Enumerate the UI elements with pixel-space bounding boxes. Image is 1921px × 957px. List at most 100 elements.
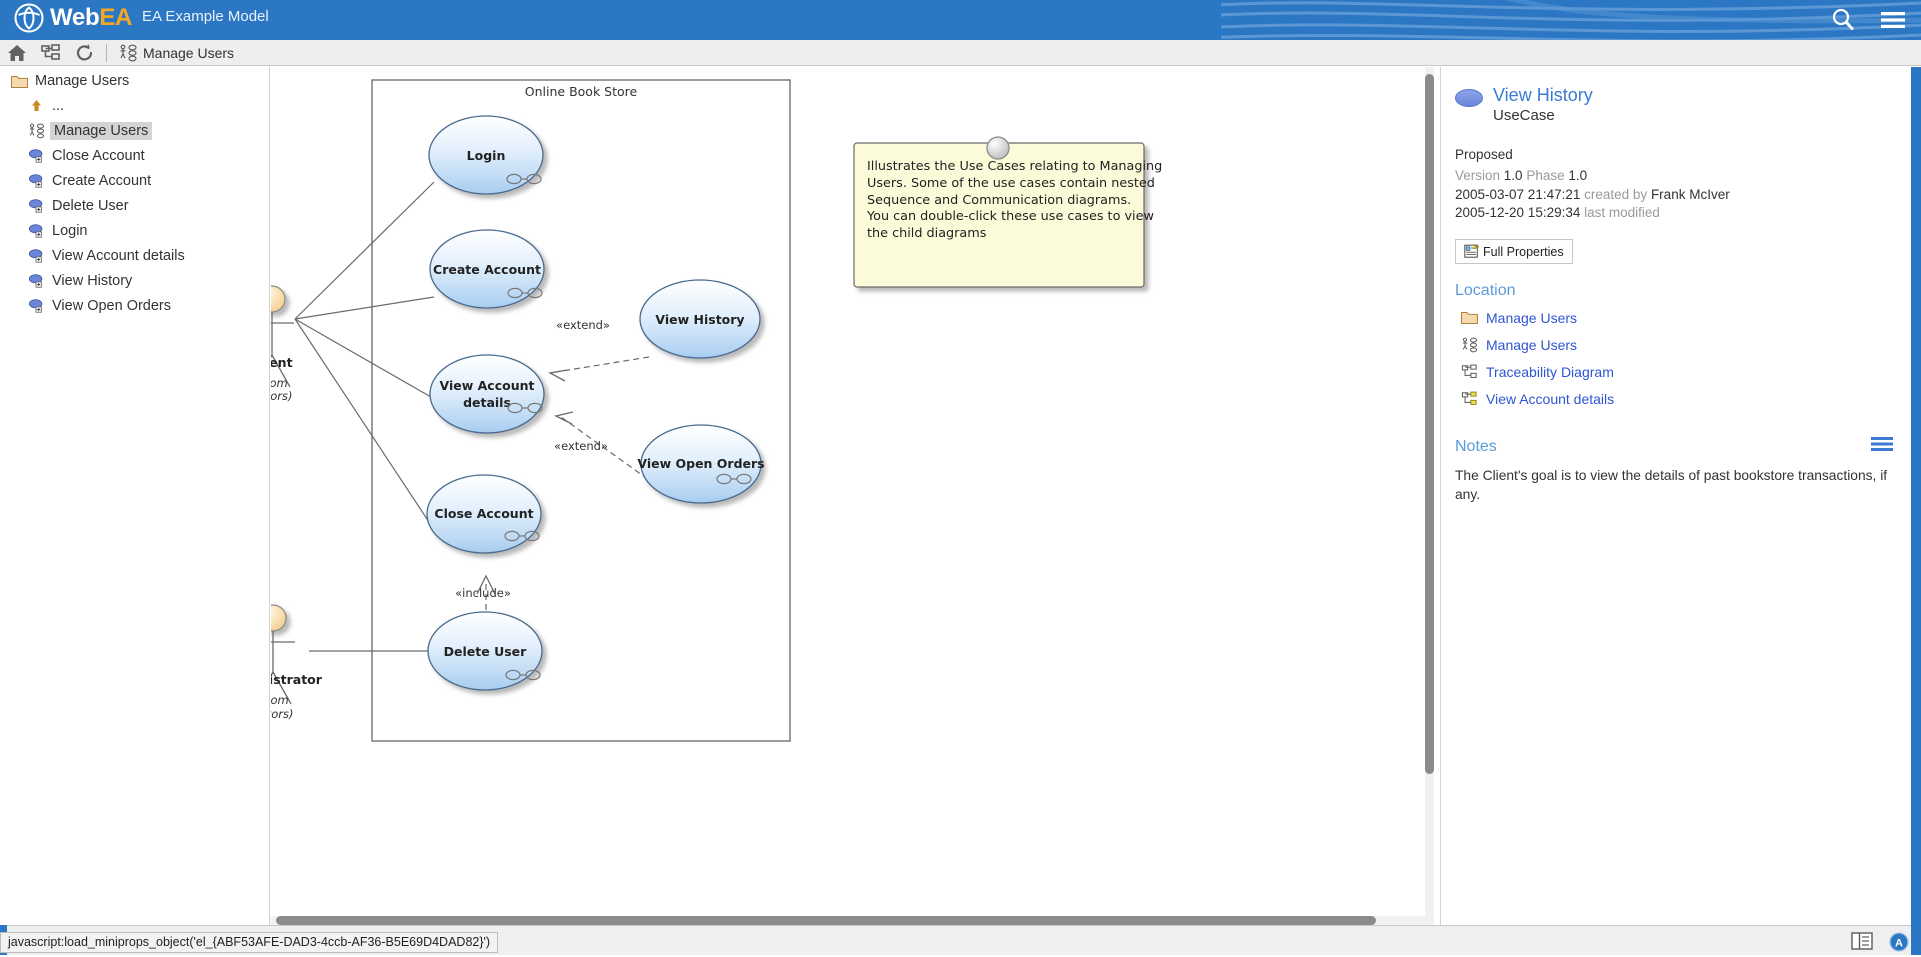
usecase-label: Delete User	[444, 644, 527, 659]
created-by-label: created by	[1584, 186, 1648, 202]
composite-diagram-icon	[507, 287, 543, 299]
usecase-label: Login	[467, 148, 506, 163]
sidebar-item-parent[interactable]: ...	[0, 93, 269, 118]
sidebar-item-label: Manage Users	[50, 121, 153, 140]
system-boundary	[371, 79, 791, 742]
status-tooltip: javascript:load_miniprops_object('el_{AB…	[0, 932, 499, 953]
toolbar-divider	[106, 43, 107, 62]
diagram-note[interactable]: Illustrates the Use Cases relating to Ma…	[853, 136, 1162, 288]
model-tree-button[interactable]	[34, 40, 68, 66]
properties-panel: View History UseCase Proposed Version 1.…	[1440, 67, 1910, 925]
properties-accent-edge	[1911, 67, 1921, 925]
usecase-composite-icon	[28, 173, 43, 188]
actor-sub-line2: Actors)	[271, 707, 293, 721]
usecase-create-account[interactable]: Create Account	[429, 229, 545, 309]
diagram-canvas[interactable]: Online Book Store «extend» «extend» «inc…	[271, 67, 1434, 925]
modified-label: last modified	[1584, 205, 1660, 221]
usecase-label: Create Account	[433, 262, 541, 277]
refresh-icon	[76, 43, 93, 61]
usecase-label-line2: details	[463, 395, 511, 410]
usecase-close-account[interactable]: Close Account	[426, 474, 542, 554]
usecase-diagram-icon	[1462, 337, 1478, 353]
sidebar-item-manage-users[interactable]: Manage Users	[0, 118, 269, 143]
status-bar-accent-right	[1911, 925, 1921, 955]
tree-root-manage-users[interactable]: Manage Users	[0, 67, 269, 93]
header-decoration	[1221, 0, 1921, 40]
sidebar-item-label: View Open Orders	[52, 297, 172, 314]
location-item-label: View Account details	[1486, 390, 1615, 407]
sidebar-item-delete-user[interactable]: Delete User	[0, 193, 269, 218]
usecase-delete-user[interactable]: Delete User	[427, 611, 543, 691]
relationship-label-include: «include»	[455, 586, 511, 600]
home-button[interactable]	[0, 40, 34, 66]
usecase-composite-icon	[28, 248, 43, 263]
version-phase-row: Version 1.0 Phase 1.0	[1455, 167, 1894, 185]
sidebar-item-login[interactable]: Login	[0, 218, 269, 243]
sidebar-item-view-open-orders[interactable]: View Open Orders	[0, 293, 269, 318]
version-value: 1.0	[1503, 167, 1523, 183]
full-properties-button[interactable]: Full Properties	[1455, 239, 1573, 265]
properties-icon	[1464, 244, 1479, 258]
canvas-horizontal-scroll-thumb[interactable]	[276, 916, 1376, 925]
relationship-label-extend-2: «extend»	[554, 439, 608, 453]
usecase-view-open-orders[interactable]: View Open Orders	[637, 424, 765, 504]
composite-diagram-icon	[507, 402, 543, 414]
hamburger-menu-icon[interactable]	[1870, 434, 1894, 459]
home-icon	[8, 44, 26, 61]
usecase-view-history[interactable]: View History	[639, 279, 761, 359]
traceability-diagram-icon	[1461, 364, 1477, 378]
location-item-label: Traceability Diagram	[1486, 363, 1614, 380]
location-item-manage-users-folder[interactable]: Manage Users	[1455, 304, 1894, 331]
actor-administrator[interactable]: Administrator (from Actors)	[271, 604, 323, 721]
status-text: Proposed	[1455, 147, 1513, 162]
sidebar-item-label: Login	[52, 222, 88, 239]
app-logo[interactable]: WebEA	[14, 3, 132, 33]
usecase-icon	[1455, 89, 1483, 107]
canvas-vertical-scroll-thumb[interactable]	[1425, 74, 1434, 774]
usecase-label: Close Account	[434, 506, 533, 521]
composite-diagram-icon	[504, 530, 540, 542]
search-icon[interactable]	[1829, 6, 1857, 39]
model-tree-icon	[41, 43, 60, 60]
actor-name: Administrator	[271, 672, 323, 687]
up-arrow-icon	[32, 100, 41, 111]
note-line: Illustrates the Use Cases relating to Ma…	[867, 159, 1162, 174]
usecase-label-line1: View Account	[440, 378, 535, 393]
location-item-traceability-diagram[interactable]: Traceability Diagram	[1455, 358, 1894, 385]
logo-label: WebEA	[50, 4, 133, 31]
sidebar-item-label: Close Account	[52, 147, 145, 164]
svg-text:A: A	[1895, 938, 1903, 950]
refresh-button[interactable]	[68, 40, 102, 66]
hamburger-menu-icon[interactable]	[1879, 6, 1907, 39]
actor-sub-line2: Actors)	[271, 389, 292, 403]
sidebar-item-view-history[interactable]: View History	[0, 268, 269, 293]
usecase-composite-icon	[28, 223, 43, 238]
usecase-view-account-details[interactable]: View Account details	[429, 354, 545, 434]
sidebar-item-view-account-details[interactable]: View Account details	[0, 243, 269, 268]
location-item-manage-users-diagram[interactable]: Manage Users	[1455, 331, 1894, 358]
sidebar-item-create-account[interactable]: Create Account	[0, 168, 269, 193]
sidebar-tree: Manage Users ... Manage Users Close Acco…	[0, 67, 270, 925]
tree-root-label: Manage Users	[35, 73, 130, 89]
toolbar: Manage Users	[0, 40, 1921, 66]
note-line: You can double-click these use cases to …	[866, 209, 1154, 224]
full-properties-label: Full Properties	[1483, 244, 1564, 259]
note-line: Users. Some of the use cases contain nes…	[867, 176, 1155, 191]
folder-icon	[11, 75, 28, 88]
model-title: EA Example Model	[142, 8, 269, 25]
actor-name: Client	[271, 355, 293, 370]
accessibility-icon[interactable]: A	[1889, 932, 1909, 957]
created-by-value: Frank McIver	[1650, 186, 1730, 202]
version-label: Version	[1455, 167, 1501, 183]
tab-manage-users[interactable]: Manage Users	[115, 44, 234, 62]
location-item-view-account-details[interactable]: View Account details	[1455, 385, 1894, 412]
composite-diagram-icon	[506, 173, 542, 185]
modified-row: 2005-12-20 15:29:34 last modified	[1455, 204, 1894, 222]
tab-label: Manage Users	[143, 44, 235, 61]
panel-toggle-icon[interactable]	[1851, 932, 1873, 955]
properties-element-name[interactable]: View History	[1493, 85, 1593, 105]
usecase-login[interactable]: Login	[428, 115, 544, 195]
location-heading: Location	[1455, 282, 1516, 300]
sidebar-item-close-account[interactable]: Close Account	[0, 143, 269, 168]
actor-client[interactable]: Client (from Actors)	[271, 285, 294, 403]
